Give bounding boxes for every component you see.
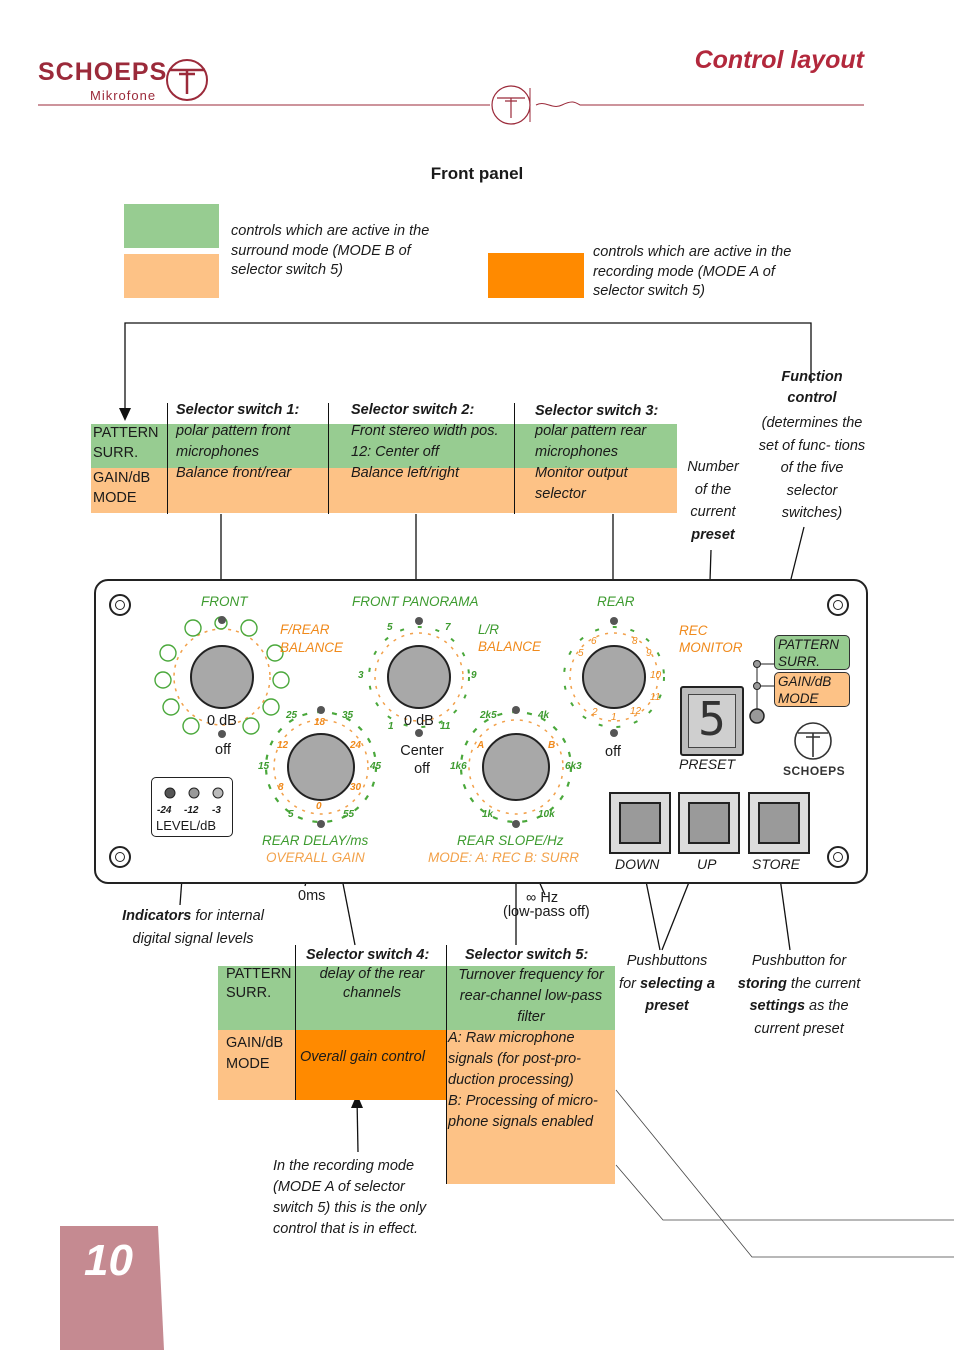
legend-recording-text: controls which are active in the recordi… [593, 244, 792, 299]
header-rule [38, 85, 864, 125]
label-rear-delay: REAR DELAY/ms [262, 833, 369, 848]
panel-screw-bottom-left [109, 846, 131, 868]
brand-subtitle: Mikrofone [90, 88, 157, 103]
panel-brand: SCHOEPS [783, 764, 846, 778]
legend-swatch-surround-peach [124, 254, 219, 298]
knob-rear-off: off [605, 744, 621, 760]
page-number: 10 [84, 1236, 133, 1285]
zero-ms-label: 0ms [298, 888, 326, 904]
top-pattern-label: PATTERN SURR. [93, 425, 159, 461]
selector-switch-4-gain: Overall gain control [300, 1049, 425, 1065]
store-button[interactable] [748, 792, 810, 854]
bottom-table-green-col5 [447, 966, 615, 1030]
top-table-divider-1 [167, 403, 168, 514]
knob-rear-delay [287, 733, 355, 801]
panel-screw-top-left [109, 594, 131, 616]
page-number-tab [60, 1226, 164, 1350]
selector-switch-5-heading: Selector switch 5: [465, 947, 589, 963]
top-table-green-row [91, 424, 677, 468]
top-table-divider-2 [328, 403, 329, 514]
knob-front-off: off [215, 742, 231, 758]
selector-switch-4-heading: Selector switch 4: [306, 947, 430, 963]
selector-switch-5-mode-b: B: Processing of micro- phone signals en… [448, 1093, 598, 1130]
selector-switch-3-heading: Selector switch 3: [535, 403, 659, 419]
down-button[interactable] [609, 792, 671, 854]
label-mode-ab: MODE: A: REC B: SURR [428, 850, 580, 865]
label-rear-slope: REAR SLOPE/Hz [457, 833, 564, 848]
label-rear: REAR [597, 594, 635, 609]
legend-surround-text: controls which are active in the surroun… [231, 223, 430, 278]
panel-screw-bottom-right [827, 846, 849, 868]
label-front: FRONT [201, 594, 248, 609]
up-label: UP [697, 856, 717, 872]
mode-surround-indicator: PATTERN SURR. [774, 635, 850, 670]
level-indicator: -24 -12 -3 LEVEL/dB [151, 777, 233, 837]
indicators-note: Indicators for internal digital signal l… [122, 908, 264, 947]
knob-panorama-center: Center off [400, 743, 444, 777]
bottom-table-divider-1 [295, 945, 296, 1100]
section-title: Front panel [430, 164, 524, 183]
brand-emblem-icon [166, 59, 208, 101]
bottom-table-divider-2 [446, 945, 447, 1184]
top-table-divider-3 [514, 403, 515, 514]
selector-switch-2-surround: Front stereo width pos. 12: Center off [351, 423, 499, 460]
panel-screw-top-right [827, 594, 849, 616]
function-control-knob [749, 708, 765, 724]
function-control-desc: (determines the set of func- tions of th… [758, 415, 866, 521]
function-control-title: Function control [781, 369, 843, 406]
up-button[interactable] [678, 792, 740, 854]
selector-switch-1-heading: Selector switch 1: [176, 402, 300, 418]
pushbutton-store-note: Pushbutton for storing the current setti… [737, 953, 861, 1037]
preset-number-note: Number of the current preset [687, 459, 739, 543]
brand-name: SCHOEPS [38, 58, 168, 86]
top-table-peach-row [91, 468, 677, 513]
selector-switch-1-gain: Balance front/rear [176, 465, 292, 481]
page-title: Control layout [694, 46, 864, 74]
bottom-table-peach-label [218, 1030, 296, 1100]
knob-front [190, 645, 254, 709]
selector-switch-5-mode-a: A: Raw microphone signals (for post-pro-… [448, 1030, 581, 1088]
selector-switch-3-gain: Monitor output selector [535, 465, 628, 502]
knob-rear [582, 645, 646, 709]
label-overall-gain: OVERALL GAIN [266, 850, 365, 865]
pushbuttons-select-note: Pushbuttons for selecting a preset [619, 953, 715, 1014]
label-lr-balance: L/R BALANCE [478, 622, 542, 654]
down-label: DOWN [615, 856, 660, 872]
store-label: STORE [752, 856, 800, 872]
panel-emblem-icon [794, 722, 832, 760]
top-gain-label: GAIN/dB MODE [93, 470, 151, 506]
label-preset: PRESET [679, 756, 736, 772]
bottom-pattern-label: PATTERN SURR. [226, 966, 292, 1001]
selector-switch-3-surround: polar pattern rear microphones [535, 423, 647, 460]
bottom-gain-label: GAIN/dB MODE [226, 1035, 284, 1072]
recording-mode-note: In the recording mode (MODE A of selecto… [273, 1158, 427, 1237]
selector-switch-2-gain: Balance left/right [351, 465, 460, 481]
legend-swatch-surround-green [124, 204, 219, 248]
infinity-hz-label: ∞ Hz [526, 890, 559, 906]
bottom-table-green-col4 [296, 966, 446, 1030]
knob-front-patterns [154, 616, 290, 735]
knob-panorama-value: 0 dB [404, 713, 434, 729]
legend-swatch-recording [488, 253, 584, 298]
lowpass-off-label: (low-pass off) [503, 904, 590, 920]
label-f-rear-balance: F/REAR BALANCE [280, 622, 344, 655]
selector-switch-5-surround: Turnover frequency for rear-channel low-… [458, 967, 604, 1025]
bottom-table-green-label [218, 966, 296, 1030]
knob-front-panorama [387, 645, 451, 709]
knob-rear-slope [482, 733, 550, 801]
preset-display: 5 [680, 686, 744, 756]
selector-switch-1-surround: polar pattern front microphones [176, 423, 291, 460]
selector-switch-4-surround: delay of the rear channels [319, 966, 425, 1001]
brand-logo: SCHOEPS Mikrofone [38, 58, 218, 108]
label-front-panorama: FRONT PANORAMA [352, 594, 479, 609]
mode-gain-indicator: GAIN/dB MODE [774, 672, 850, 707]
selector-switch-2-heading: Selector switch 2: [351, 402, 475, 418]
bottom-table-peach-col5 [447, 1030, 615, 1184]
preset-digit: 5 [698, 692, 726, 746]
label-rec-monitor: REC MONITOR [679, 623, 743, 655]
bottom-table-orange-col4 [296, 1030, 446, 1100]
knob-front-value: 0 dB [207, 713, 237, 729]
